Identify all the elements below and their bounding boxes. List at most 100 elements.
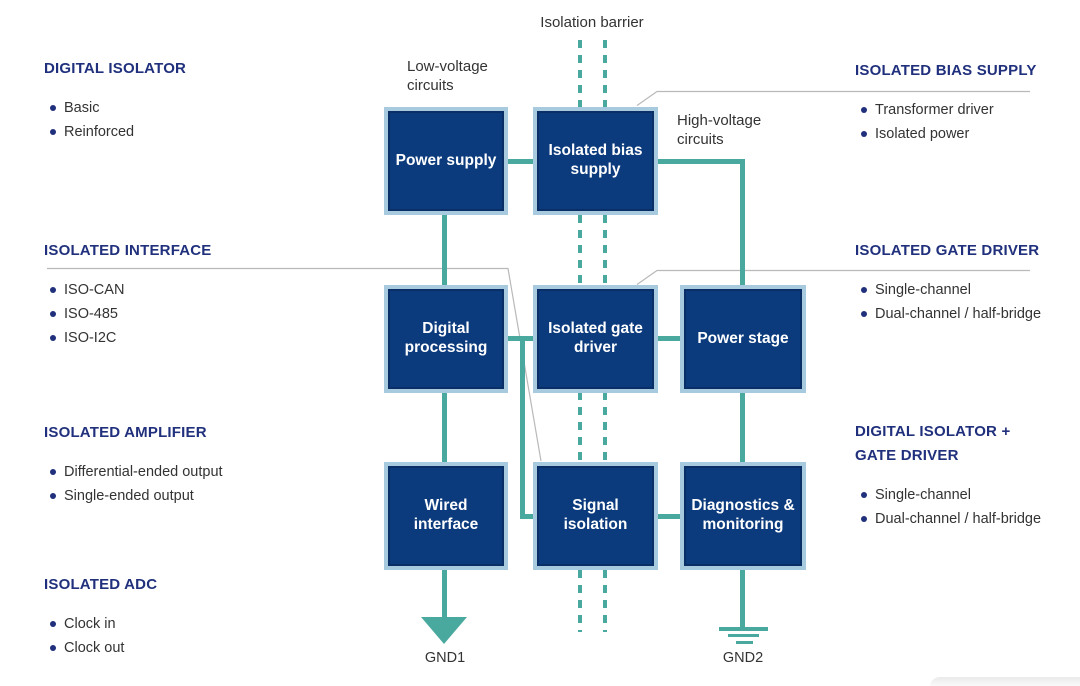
block-diagnostics-monitoring: Diagnostics & monitoring [680,462,806,570]
section-title: ISOLATED GATE DRIVER [855,242,1040,259]
list-item: Dual-channel / half-bridge [855,507,1041,531]
bullet-icon [861,311,867,317]
connector-powersupply-digitalprocessing [442,215,447,285]
section-item-list: Differential-ended output Single-ended o… [44,460,223,508]
list-item-label: ISO-I2C [64,330,117,346]
list-item-label: Single-ended output [64,488,194,504]
section-digital-isolator: DIGITAL ISOLATOR Basic Reinforced [44,57,186,144]
connector-digitalprocessing-wiredinterface [442,392,447,462]
list-item-label: ISO-485 [64,306,118,322]
block-digital-processing: Digital processing [384,285,508,393]
list-item: Clock out [44,636,157,660]
block-label: Digital processing [404,320,488,356]
block-isolated-bias-supply: Isolated bias supply [533,107,658,215]
list-item: Reinforced [44,120,186,144]
bullet-icon [861,492,867,498]
bullet-icon [50,621,56,627]
list-item-label: Clock in [64,616,116,632]
connector-branch-signalisolation-v [520,336,525,519]
block-power-supply: Power supply [384,107,508,215]
block-label: Signal isolation [563,497,628,533]
isolation-barrier-dash [603,215,607,285]
list-item-label: Single-channel [875,487,971,503]
high-voltage-label: High-voltage circuits [677,112,762,148]
list-item: ISO-485 [44,302,212,326]
isolation-barrier-label: Isolation barrier [540,14,644,31]
section-title: ISOLATED INTERFACE [44,242,212,259]
bullet-icon [50,311,56,317]
list-item: Transformer driver [855,98,1037,122]
connector-gatedriver-powerstage [658,336,680,341]
connector-powersupply-bias [508,159,533,164]
bullet-icon [50,645,56,651]
section-title: DIGITAL ISOLATOR + GATE DRIVER [855,423,1011,464]
list-item: Single-channel [855,483,1041,507]
isolation-barrier-dash [578,40,582,107]
bullet-icon [861,131,867,137]
connector-powerstage-diagnostics [740,392,745,462]
connector-bias-powerstage-v [740,159,745,285]
block-isolated-gate-driver: Isolated gate driver [533,285,658,393]
section-item-list: Basic Reinforced [44,96,186,144]
list-item: Single-channel [855,278,1041,302]
bullet-icon [861,516,867,522]
list-item-label: Basic [64,100,100,116]
connector-bias-powerstage-h [658,159,745,164]
section-isolated-gate-driver: ISOLATED GATE DRIVER Single-channel Dual… [855,239,1041,326]
list-item-label: Dual-channel / half-bridge [875,306,1042,322]
bullet-icon [861,107,867,113]
block-label: Power stage [697,329,789,347]
block-wired-interface: Wired interface [384,462,508,570]
section-item-list: ISO-CAN ISO-485 ISO-I2C [44,278,212,350]
connector-diagnostics-gnd2 [740,570,745,627]
list-item-label: Differential-ended output [64,464,223,480]
list-item: Clock in [44,612,157,636]
section-title: ISOLATED BIAS SUPPLY [855,62,1037,79]
connector-wiredinterface-gnd1 [442,570,447,619]
list-item: ISO-CAN [44,278,212,302]
section-isolated-adc: ISOLATED ADC Clock in Clock out [44,573,157,660]
block-label: Diagnostics & monitoring [691,497,795,533]
section-item-list: Single-channel Dual-channel / half-bridg… [855,483,1041,531]
block-label: Isolated bias supply [548,142,643,178]
bullet-icon [50,105,56,111]
bullet-icon [50,469,56,475]
section-digital-isolator-gate-driver: DIGITAL ISOLATOR + GATE DRIVER Single-ch… [855,420,1041,531]
block-signal-isolation: Signal isolation [533,462,658,570]
list-item-label: ISO-CAN [64,282,125,298]
section-item-list: Clock in Clock out [44,612,157,660]
list-item: Single-ended output [44,484,223,508]
gnd1-arrow-icon [421,617,467,644]
section-item-list: Single-channel Dual-channel / half-bridg… [855,278,1041,326]
list-item: Basic [44,96,186,120]
isolation-barrier-dash [578,215,582,285]
list-item-label: Dual-channel / half-bridge [875,511,1042,527]
block-power-stage: Power stage [680,285,806,393]
block-label: Power supply [395,151,497,169]
list-item-label: Isolated power [875,126,970,142]
gnd2-label: GND2 [722,650,764,666]
list-item: Isolated power [855,122,1037,146]
section-isolated-interface: ISOLATED INTERFACE ISO-CAN ISO-485 ISO-I… [44,239,212,350]
block-label: Wired interface [413,497,479,533]
section-isolated-amplifier: ISOLATED AMPLIFIER Differential-ended ou… [44,421,223,508]
bullet-icon [50,493,56,499]
cutoff-element-shadow [930,677,1080,686]
low-voltage-label: Low-voltage circuits [407,58,488,94]
isolation-barrier-dash [603,40,607,107]
gnd2-ground-icon [728,634,759,637]
bullet-icon [861,287,867,293]
connector-branch-signalisolation-h [520,514,533,519]
isolation-barrier-dash [603,570,607,632]
section-isolated-bias-supply: ISOLATED BIAS SUPPLY Transformer driver … [855,59,1037,146]
isolation-barrier-dash [603,392,607,462]
bullet-icon [50,129,56,135]
gnd1-label: GND1 [424,650,466,666]
bullet-icon [50,335,56,341]
connector-signalisolation-diagnostics [658,514,680,519]
list-item: Differential-ended output [44,460,223,484]
section-item-list: Transformer driver Isolated power [855,98,1037,146]
section-title: DIGITAL ISOLATOR [44,60,187,77]
list-item-label: Transformer driver [875,102,994,118]
